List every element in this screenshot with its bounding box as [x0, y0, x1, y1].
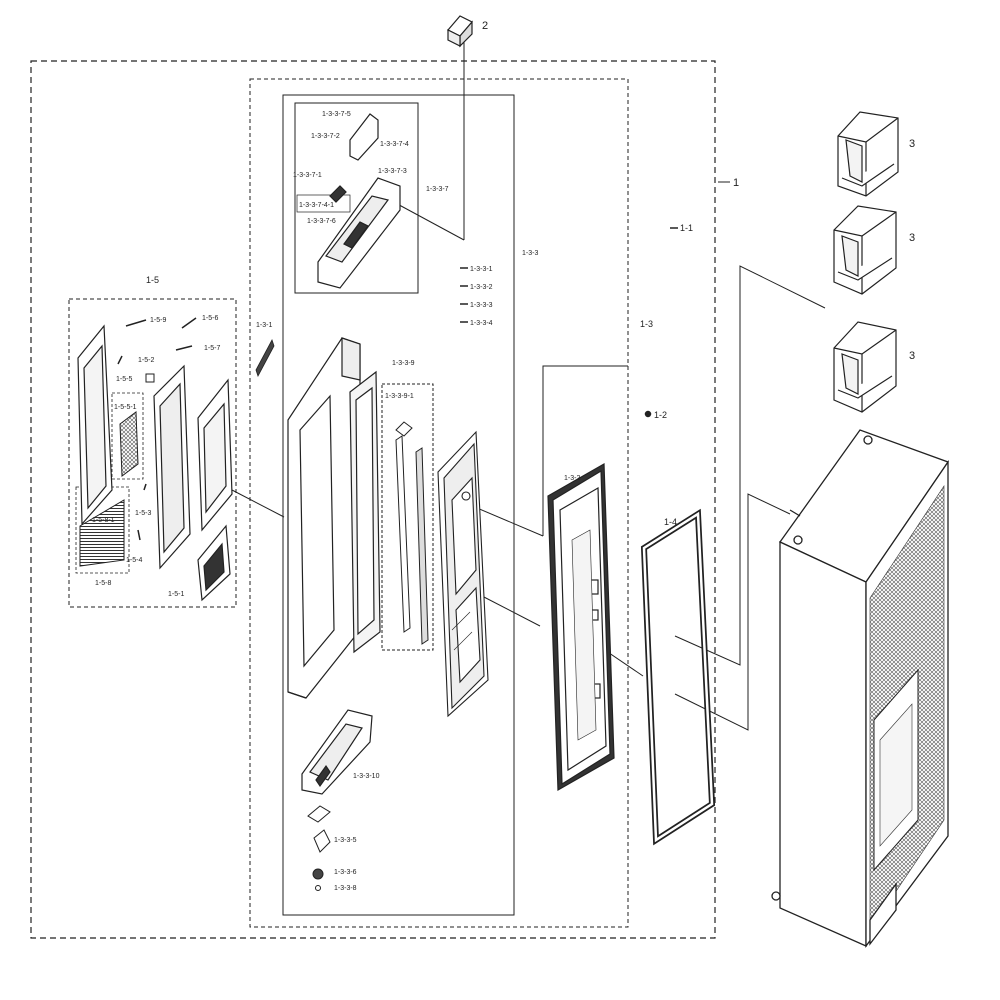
- part-1-5-frame: [153, 364, 191, 570]
- label-1-5-2: 1-5-2: [138, 357, 154, 364]
- part-3-bin-top: [837, 111, 899, 197]
- part-1-3-2-door-liner: [547, 462, 615, 792]
- label-1-3-2: 1-3-2: [564, 475, 580, 482]
- part-1-3-3-7-housing: [317, 113, 401, 289]
- label-1-3-3-7: 1-3-3-7: [426, 186, 449, 193]
- part-1-3-3-9-rails: [395, 421, 429, 645]
- label-1-3-3-6: 1-3-3-6: [334, 869, 357, 876]
- part-2-clip: [447, 15, 473, 48]
- label-1-3: 1-3: [640, 319, 653, 329]
- label-1-3-3-7-4-1: 1-3-3-7-4-1: [299, 202, 334, 209]
- part-1-5-5-1-board: [119, 411, 139, 477]
- label-1-3-3-8: 1-3-3-8: [334, 885, 357, 892]
- assembly-1-3-3-9-boundary: [381, 383, 434, 651]
- small-screws: [117, 227, 678, 541]
- label-1-5-9: 1-5-9: [150, 317, 166, 324]
- label-1-1: 1-1: [680, 223, 693, 233]
- label-1-4: 1-4: [664, 517, 677, 527]
- label-1-3-3-7-4: 1-3-3-7-4: [380, 141, 409, 148]
- assembly-1-3-boundary: [249, 78, 629, 928]
- label-1-3-3-9: 1-3-3-9: [392, 360, 415, 367]
- part-1-5-bracket: [197, 378, 233, 532]
- label-3-bottom: 3: [909, 350, 915, 362]
- hinge-parts: [307, 805, 331, 891]
- part-3-bin-middle: [833, 205, 897, 295]
- label-1-3-3-1: 1-3-3-1: [470, 266, 493, 273]
- part-1-3-1-strip: [255, 338, 275, 378]
- part-1-5-8-grill: [79, 499, 125, 567]
- label-1-3-1: 1-3-1: [256, 322, 272, 329]
- door-inner-panel: [437, 430, 489, 718]
- label-1-3-3-3: 1-3-3-3: [470, 302, 493, 309]
- label-2: 2: [482, 20, 488, 32]
- label-1-3-3-2: 1-3-3-2: [470, 284, 493, 291]
- label-3-top: 3: [909, 138, 915, 150]
- label-1-3-3-5: 1-3-3-5: [334, 837, 357, 844]
- assembly-1-3-3-7-4-1-boundary: [296, 194, 351, 213]
- label-1-5-4: 1-5-4: [126, 557, 142, 564]
- label-1-5-6: 1-5-6: [202, 315, 218, 322]
- label-1: 1: [733, 177, 739, 189]
- label-1-5-8: 1-5-8: [95, 580, 111, 587]
- assembly-1-5-5-boundary: [111, 392, 144, 480]
- label-1-3-3-7-5: 1-3-3-7-5: [322, 111, 351, 118]
- label-1-5-1: 1-5-1: [168, 591, 184, 598]
- label-3-middle: 3: [909, 232, 915, 244]
- part-1-3-3-10-bracket: [301, 709, 373, 795]
- label-1-3-3-7-1: 1-3-3-7-1: [293, 172, 322, 179]
- door-frame: [287, 337, 381, 699]
- label-1-5-3: 1-5-3: [135, 510, 151, 517]
- assembly-1-3-3-boundary: [282, 94, 515, 916]
- label-1-3-3: 1-3-3: [522, 250, 538, 257]
- label-1-5-5-1: 1-5-5-1: [114, 404, 137, 411]
- leader-lines: [231, 42, 826, 731]
- part-labels: 1 1-1 1-2 1-3 1-3-1 1-3-2 1-3-3 1-3-3-1 …: [92, 20, 915, 892]
- part-1-5-door-panel: [77, 324, 113, 526]
- label-1-3-3-9-1: 1-3-3-9-1: [385, 393, 414, 400]
- label-1-3-3-7-3: 1-3-3-7-3: [378, 168, 407, 175]
- label-1-5: 1-5: [146, 275, 159, 285]
- refrigerator-cabinet: [771, 429, 950, 948]
- label-1-5-5: 1-5-5: [116, 376, 132, 383]
- label-1-5-7: 1-5-7: [204, 345, 220, 352]
- assembly-1-boundary: [30, 60, 716, 939]
- label-1-3-3-4: 1-3-3-4: [470, 320, 493, 327]
- label-1-3-3-10: 1-3-3-10: [353, 773, 380, 780]
- label-1-3-3-7-6: 1-3-3-7-6: [307, 218, 336, 225]
- label-1-5-8-1: 1-5-8-1: [92, 517, 115, 524]
- part-1-4-gasket: [640, 508, 716, 846]
- label-1-3-3-7-2: 1-3-3-7-2: [311, 133, 340, 140]
- assembly-1-3-3-7-boundary: [294, 102, 419, 294]
- label-1-2: 1-2: [654, 410, 667, 420]
- part-3-bin-bottom: [833, 321, 897, 413]
- part-1-5-1-module: [197, 524, 231, 602]
